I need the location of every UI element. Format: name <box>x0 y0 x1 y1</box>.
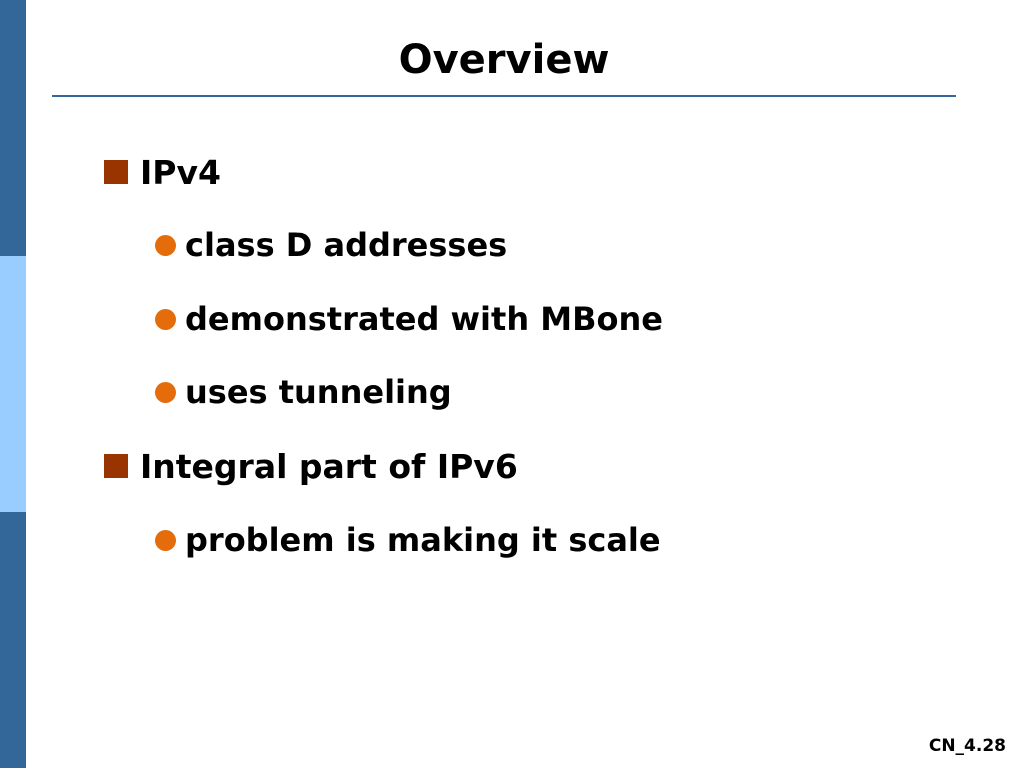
square-bullet-icon <box>104 454 128 478</box>
bullet-text: uses tunneling <box>185 373 452 411</box>
circle-bullet-icon <box>155 234 176 256</box>
bullet-text: class D addresses <box>185 226 508 264</box>
bullet-item-tunneling: uses tunneling <box>155 370 452 414</box>
bullet-text: demonstrated with MBone <box>185 300 663 338</box>
bullet-text: Integral part of IPv6 <box>140 446 518 486</box>
bullet-text: problem is making it scale <box>185 521 661 559</box>
sidebar-accent-bottom <box>0 512 26 768</box>
circle-bullet-icon <box>155 381 176 403</box>
bullet-text: IPv4 <box>140 152 221 192</box>
bullet-item-ipv4: IPv4 <box>104 150 221 194</box>
bullet-item-mbone: demonstrated with MBone <box>155 297 663 341</box>
square-bullet-icon <box>104 160 128 184</box>
bullet-item-class-d: class D addresses <box>155 223 507 267</box>
circle-bullet-icon <box>155 529 176 551</box>
slide-title: Overview <box>398 37 610 83</box>
bullet-item-ipv6: Integral part of IPv6 <box>104 444 518 488</box>
sidebar-accent-middle <box>0 256 26 512</box>
title-divider <box>52 95 956 97</box>
slide-number: CN_4.28 <box>928 736 1006 756</box>
sidebar-accent-top <box>0 0 26 256</box>
bullet-item-scale: problem is making it scale <box>155 518 661 562</box>
circle-bullet-icon <box>155 308 176 330</box>
